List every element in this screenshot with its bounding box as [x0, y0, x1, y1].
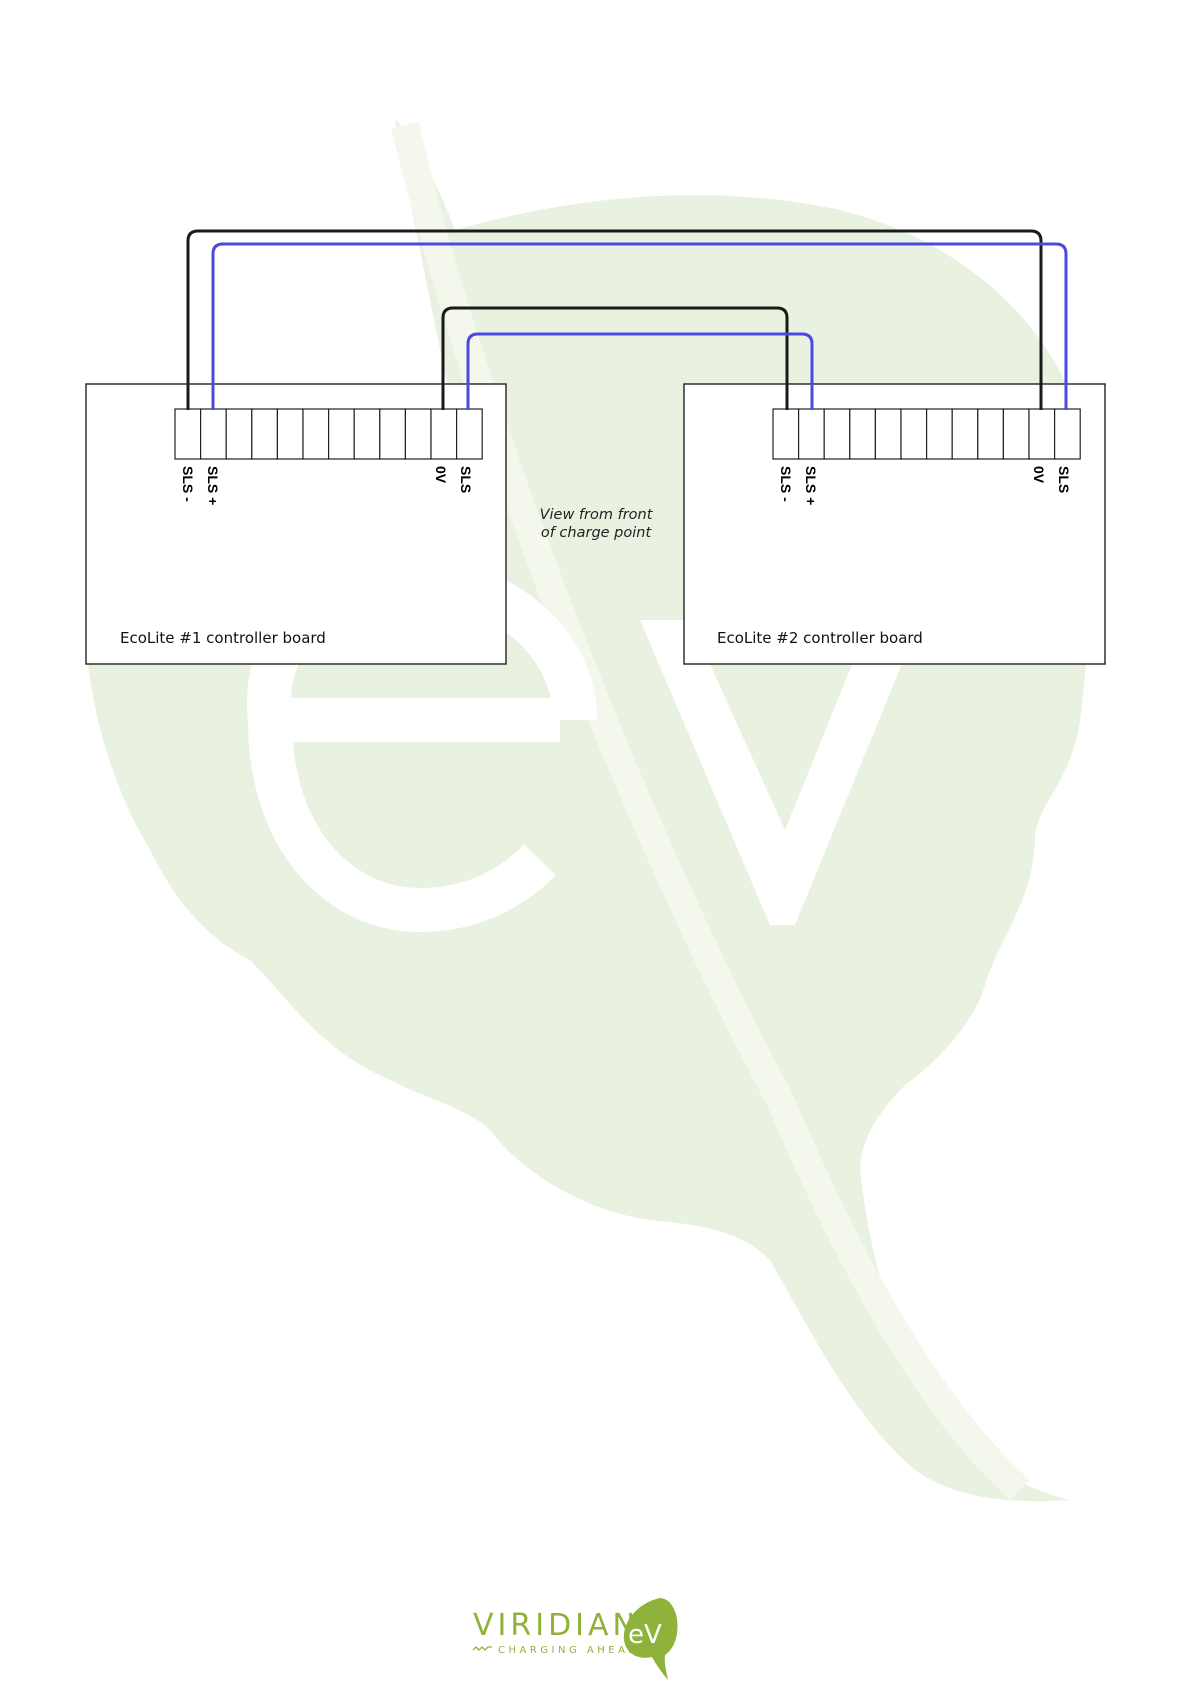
terminal-cell — [901, 409, 927, 459]
terminal-cell — [773, 409, 799, 459]
terminal-cell — [1055, 409, 1081, 459]
logo-tagline-squiggle-left — [473, 1647, 492, 1650]
board-title: EcoLite #1 controller board — [120, 629, 326, 647]
terminal-cell — [354, 409, 380, 459]
terminal-cell — [824, 409, 850, 459]
terminal-cell — [201, 409, 227, 459]
terminal-cell — [457, 409, 483, 459]
terminal-cell — [329, 409, 355, 459]
terminal-cell — [303, 409, 329, 459]
watermark-leaf-shape — [87, 118, 1092, 1501]
leaf-ev-watermark — [87, 118, 1092, 1501]
pin-label-sls: SLS — [1056, 466, 1072, 493]
board-2: SLS - SLS + 0V SLS EcoLite #2 controller… — [684, 384, 1105, 664]
terminal-cell — [875, 409, 901, 459]
pin-label-sls-plus: SLS + — [803, 466, 819, 505]
logo-brand-text: VIRIDIAN — [473, 1608, 639, 1643]
pin-label-sls-minus: SLS - — [778, 466, 794, 502]
pin-label-sls-plus: SLS + — [205, 466, 221, 505]
footer-logo: VIRIDIAN CHARGING AHEAD eV — [473, 1598, 678, 1680]
terminal-cell — [380, 409, 406, 459]
logo-ev-mark: eV — [628, 1620, 662, 1650]
terminal-cell — [175, 409, 201, 459]
terminal-cell — [952, 409, 978, 459]
terminal-cell — [405, 409, 431, 459]
terminal-cell — [431, 409, 457, 459]
view-note-line-1: View from front — [540, 507, 654, 523]
terminal-cell — [927, 409, 953, 459]
terminal-cell — [978, 409, 1004, 459]
pin-label-0v: 0V — [433, 466, 449, 484]
terminal-cell — [1029, 409, 1055, 459]
terminal-cell — [226, 409, 252, 459]
view-note-line-2: of charge point — [541, 525, 653, 541]
board-title: EcoLite #2 controller board — [717, 629, 923, 647]
logo-tagline: CHARGING AHEAD — [498, 1645, 640, 1656]
terminal-cell — [850, 409, 876, 459]
board-1: SLS - SLS + 0V SLS EcoLite #1 controller… — [86, 384, 506, 664]
pin-label-0v: 0V — [1031, 466, 1047, 484]
terminal-cell — [277, 409, 303, 459]
terminal-cell — [1003, 409, 1029, 459]
pin-label-sls-minus: SLS - — [180, 466, 196, 502]
pin-label-sls: SLS — [458, 466, 474, 493]
terminal-cell — [799, 409, 825, 459]
terminal-block — [773, 409, 1080, 459]
terminal-cell — [252, 409, 278, 459]
terminal-block — [175, 409, 482, 459]
